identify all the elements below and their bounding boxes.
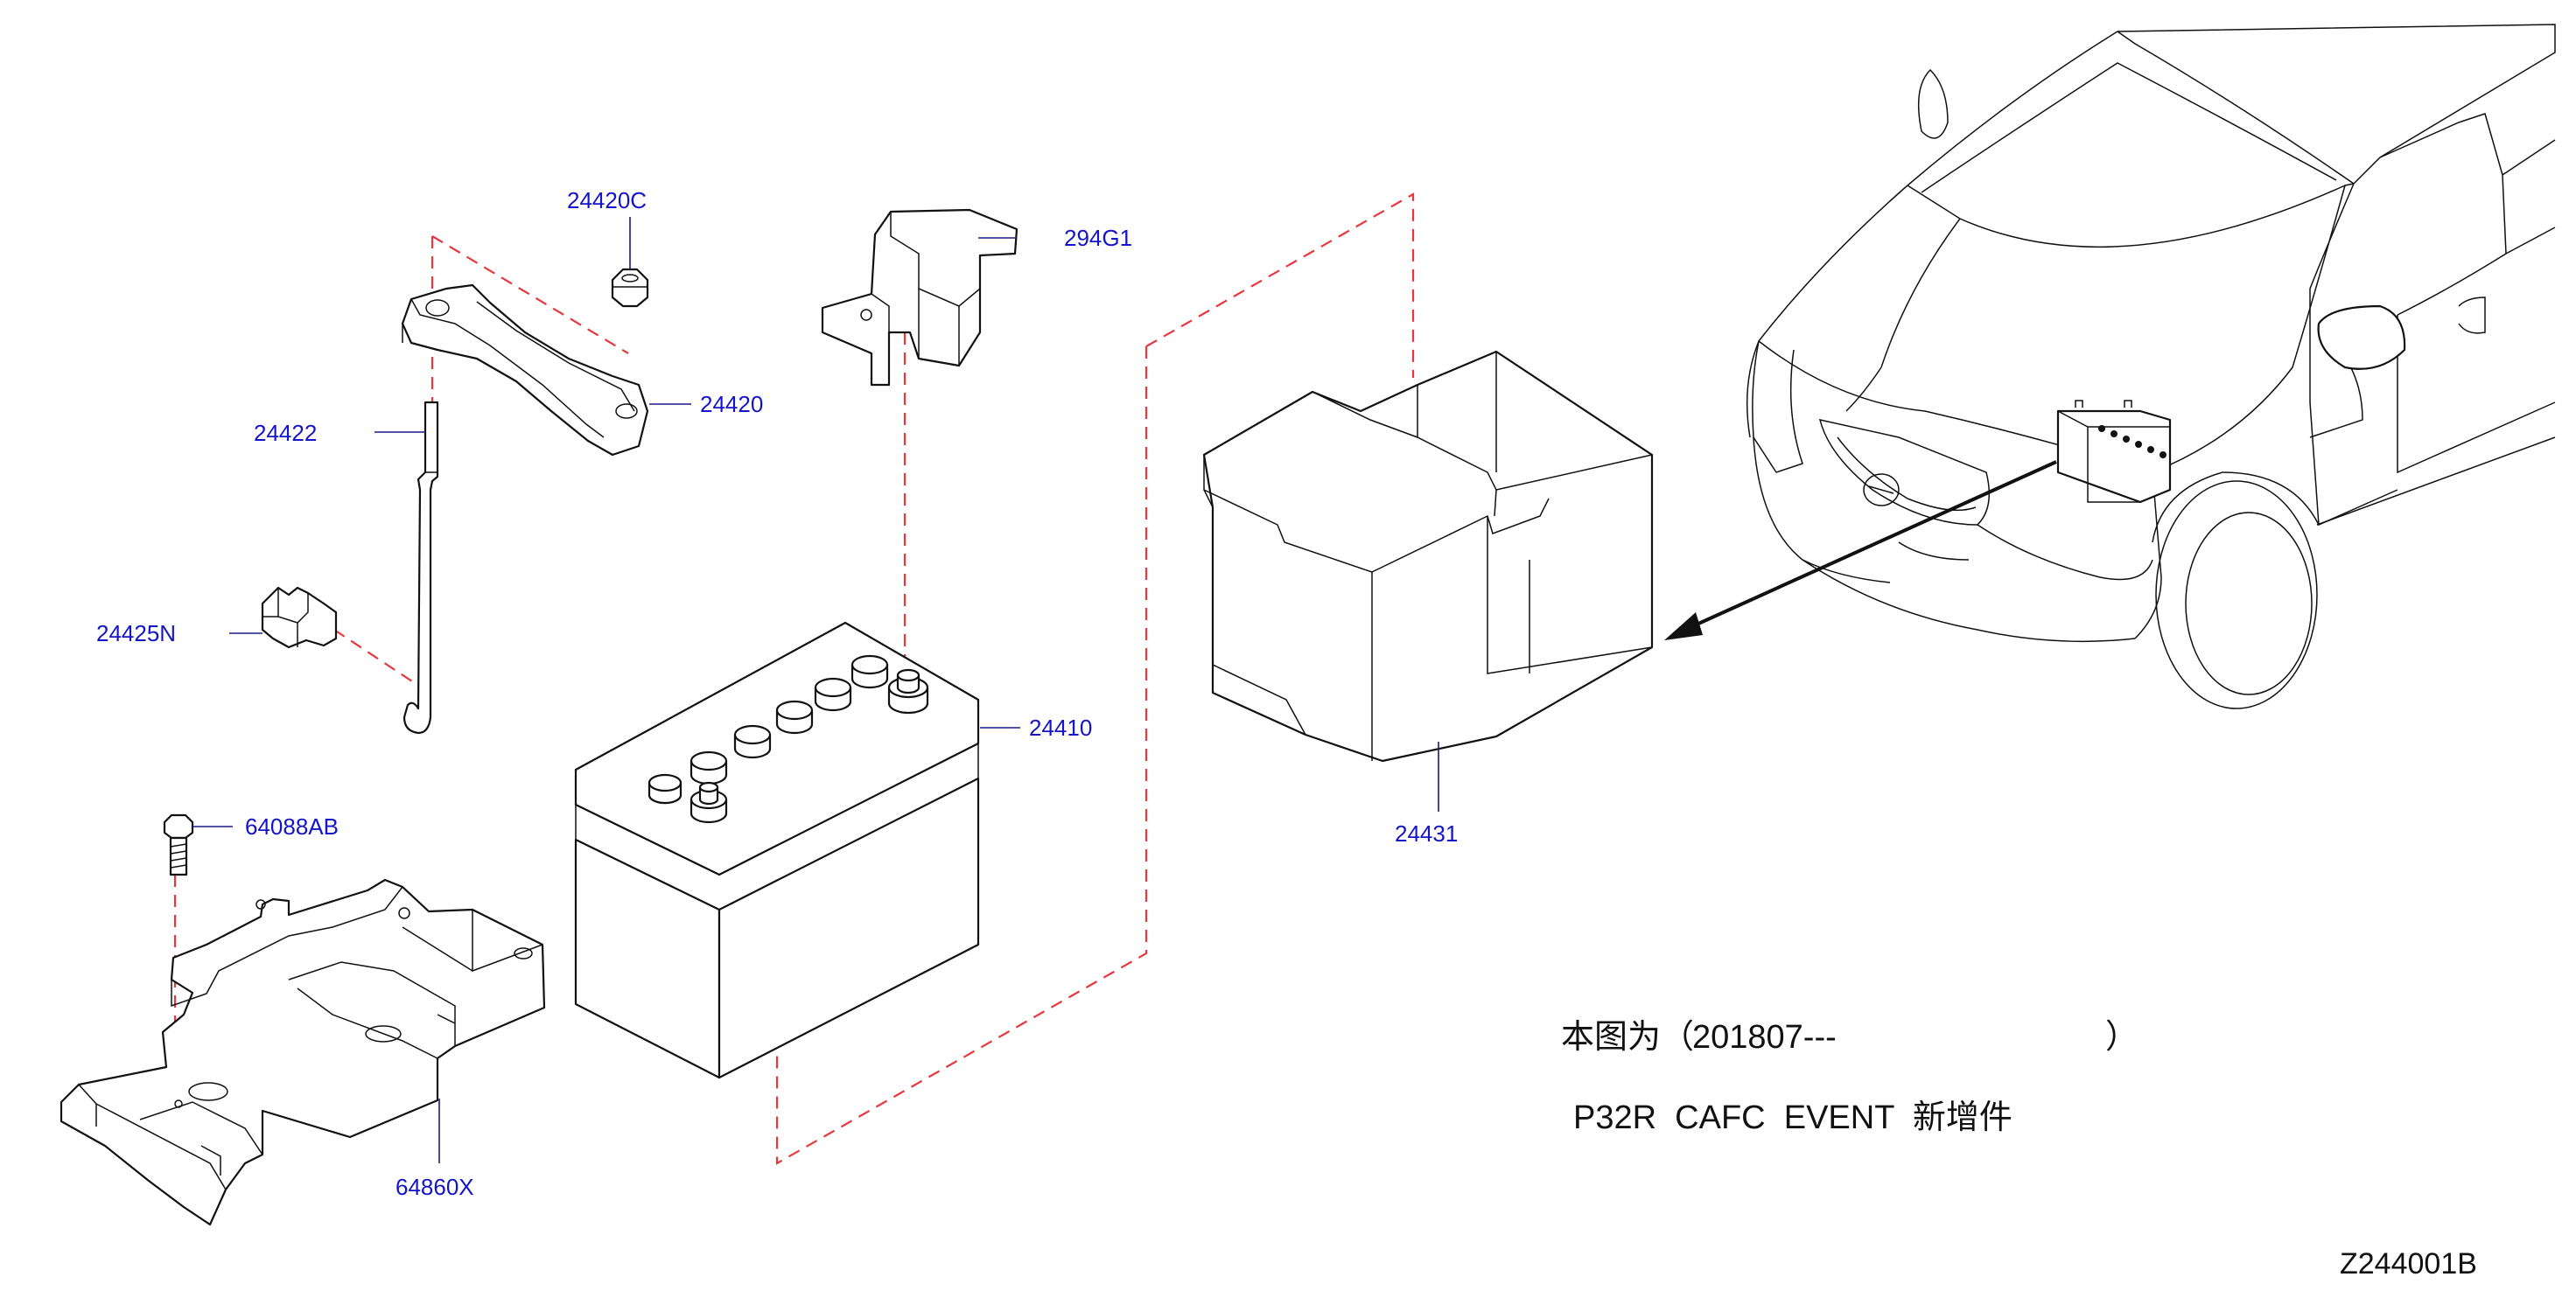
vehicle-outline-illustration: [1746, 24, 2556, 709]
battery-24410[interactable]: [574, 621, 980, 1079]
leader-lines: [192, 217, 1439, 1163]
assembly-guide-lines: [173, 192, 1415, 1165]
hold-down-bracket-24420[interactable]: [401, 283, 649, 457]
applicability-note: 本图为（ 201807--- ） P32R CAFC EVENT 新增件: [1561, 1019, 2138, 1136]
hold-down-rod-24422[interactable]: [402, 401, 439, 735]
bolt-64088ab[interactable]: [163, 813, 194, 876]
battery-location-icon: [2056, 400, 2172, 504]
battery-tray-64860x[interactable]: [60, 878, 546, 1226]
note-suffix: ）: [2105, 1019, 2138, 1056]
label-24431[interactable]: 24431: [1395, 820, 1458, 847]
label-24410[interactable]: 24410: [1029, 715, 1092, 741]
label-294g1[interactable]: 294G1: [1064, 225, 1132, 251]
label-24420[interactable]: 24420: [700, 391, 763, 417]
clip-24425n[interactable]: [261, 586, 338, 649]
part-number-labels: 24420C 294G1 24420 24422 24425N 24410 64…: [96, 187, 1458, 1200]
note-prefix: 本图为（: [1561, 1019, 1694, 1056]
label-24425n[interactable]: 24425N: [96, 620, 176, 646]
label-24420c[interactable]: 24420C: [567, 187, 647, 213]
nut-24420c[interactable]: [611, 268, 649, 308]
label-24422[interactable]: 24422: [254, 420, 317, 446]
note-date-range: 201807---: [1692, 1019, 1837, 1056]
diagram-code: Z244001B: [2340, 1247, 2477, 1281]
battery-cover-24431[interactable]: [1202, 350, 1654, 763]
label-64088ab[interactable]: 64088AB: [245, 813, 339, 840]
sensor-bracket-294g1[interactable]: [821, 208, 1018, 387]
location-pointer-arrow: [1664, 460, 2057, 640]
battery-cell-caps: [648, 654, 929, 824]
label-64860x[interactable]: 64860X: [396, 1174, 474, 1200]
note-event: P32R CAFC EVENT 新增件: [1573, 1099, 2012, 1136]
